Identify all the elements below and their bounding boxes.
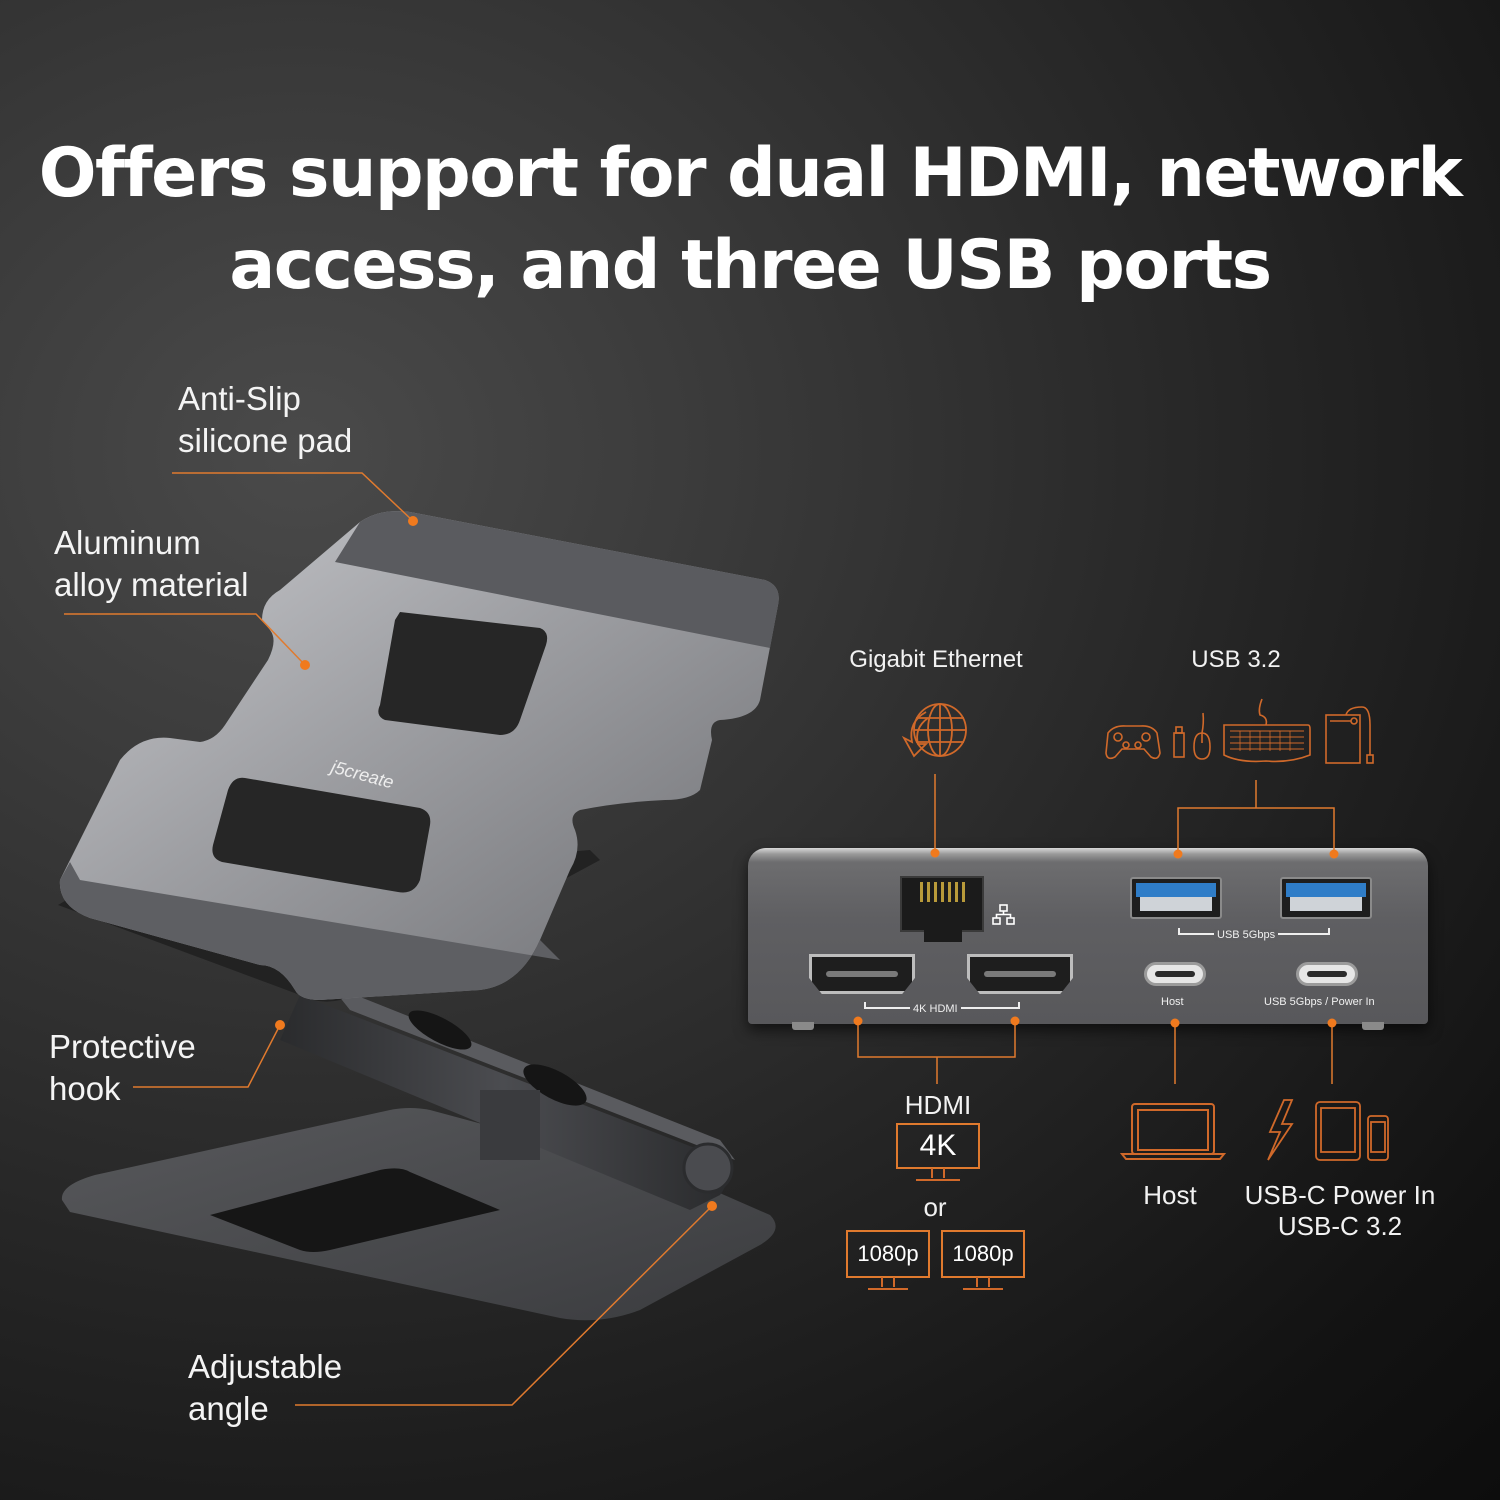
callout-anti-slip-pad: Anti-Slip silicone pad [178,378,352,462]
lightning-icon [1267,1099,1294,1161]
monitor-1080p-b: 1080p [941,1230,1025,1278]
external-drive-icon [1325,706,1374,764]
mouse-icon [1193,712,1211,760]
hub-foot-right [1362,1022,1384,1030]
monitor-stands-icon [868,1277,1003,1290]
callout-adjustable-angle: Adjustable angle [188,1346,342,1430]
label-gigabit-ethernet: Gigabit Ethernet [849,646,1023,673]
tablet-icon [1315,1101,1361,1161]
hdmi-port-1 [809,954,915,994]
label-usb-c-power-line2: USB-C 3.2 [1277,1211,1403,1241]
label-host-port: Host [1161,996,1184,1008]
phone-icon [1367,1115,1389,1161]
keyboard-icon [1223,698,1311,763]
label-host: Host [1143,1180,1197,1210]
label-4k-hdmi: 4K HDMI [910,1003,961,1015]
callout-aluminum-alloy: Aluminum alloy material [54,522,248,606]
monitor-1080p-b-text: 1080p [952,1241,1014,1266]
callout-angle-line2: angle [188,1390,269,1427]
callout-anti-slip-line2: silicone pad [178,422,353,459]
power-devices-icons [1267,1099,1389,1161]
monitor-1080p-a: 1080p [846,1230,930,1278]
callout-hook-line1: Protective [49,1028,196,1065]
usb-flash-drive-icon [1173,726,1185,758]
label-or: or [923,1192,947,1222]
stand-base [61,1108,776,1321]
gamepad-icon [1105,725,1161,760]
label-usb-power-in-port: USB 5Gbps / Power In [1264,996,1375,1008]
label-usb-5gbps: USB 5Gbps [1214,929,1279,941]
laptop-icon [1120,1103,1226,1160]
headline-line-2: access, and three USB ports [229,226,1272,305]
hub-foot-left [792,1022,814,1030]
ethernet-port [900,876,984,942]
monitor-stand-icon [916,1168,960,1181]
network-icon [992,904,1015,925]
callout-aluminum-line1: Aluminum [54,524,201,561]
callout-angle-line1: Adjustable [188,1348,343,1385]
brand-logo: j5create [326,756,396,793]
callout-hook-line2: hook [49,1070,121,1107]
monitor-1080p-a-text: 1080p [857,1241,919,1266]
usb-a-port-1 [1130,877,1222,919]
usb-c-power-port [1296,962,1358,986]
usb-a-port-2 [1280,877,1372,919]
usb-devices-icons [1105,698,1374,764]
label-usb-3-2: USB 3.2 [1191,646,1281,673]
label-usb-c-power: USB-C Power In USB-C 3.2 [1240,1180,1440,1242]
label-usb-c-power-line1: USB-C Power In [1244,1180,1436,1210]
monitor-4k: 4K [896,1123,980,1169]
headline: Offers support for dual HDMI, network ac… [0,128,1500,312]
globe-network-icon [901,703,967,758]
label-hdmi: HDMI [904,1090,972,1120]
headline-line-1: Offers support for dual HDMI, network [38,134,1463,213]
monitor-4k-text: 4K [919,1129,957,1162]
callout-protective-hook: Protective hook [49,1026,196,1110]
usb-c-host-port [1144,962,1206,986]
callout-anti-slip-line1: Anti-Slip [178,380,301,417]
callout-aluminum-line2: alloy material [54,566,249,603]
hdmi-port-2 [967,954,1073,994]
